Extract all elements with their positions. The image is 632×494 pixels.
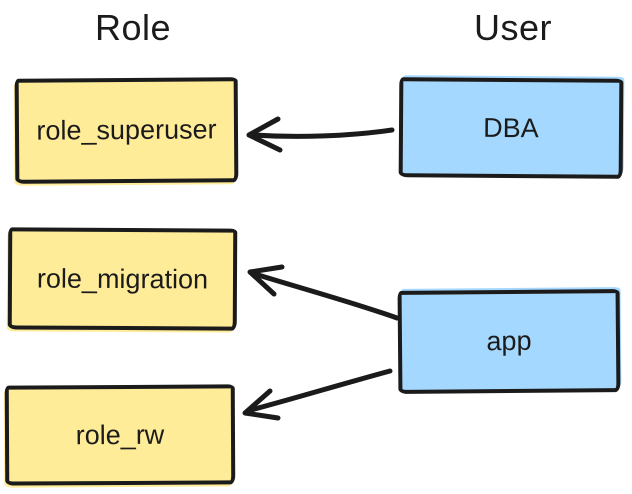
node-role-rw: role_rw [4, 384, 236, 486]
node-app: app [397, 289, 621, 394]
arrow-app-to-role-rw [242, 368, 393, 421]
node-dba-label: DBA [483, 112, 539, 143]
node-role-superuser: role_superuser [14, 77, 239, 184]
node-dba: DBA [398, 77, 624, 179]
node-app-label: app [486, 325, 532, 357]
node-role-migration-label: role_migration [36, 263, 209, 294]
arrow-dba-to-role-superuser [246, 116, 395, 153]
node-role-superuser-label: role_superuser [36, 114, 217, 146]
column-heading-user: User [473, 7, 552, 48]
node-role-rw-label: role_rw [75, 419, 165, 450]
column-heading-role: Role [94, 7, 172, 48]
arrow-app-to-role-migration [247, 264, 400, 321]
node-role-migration: role_migration [7, 227, 238, 331]
